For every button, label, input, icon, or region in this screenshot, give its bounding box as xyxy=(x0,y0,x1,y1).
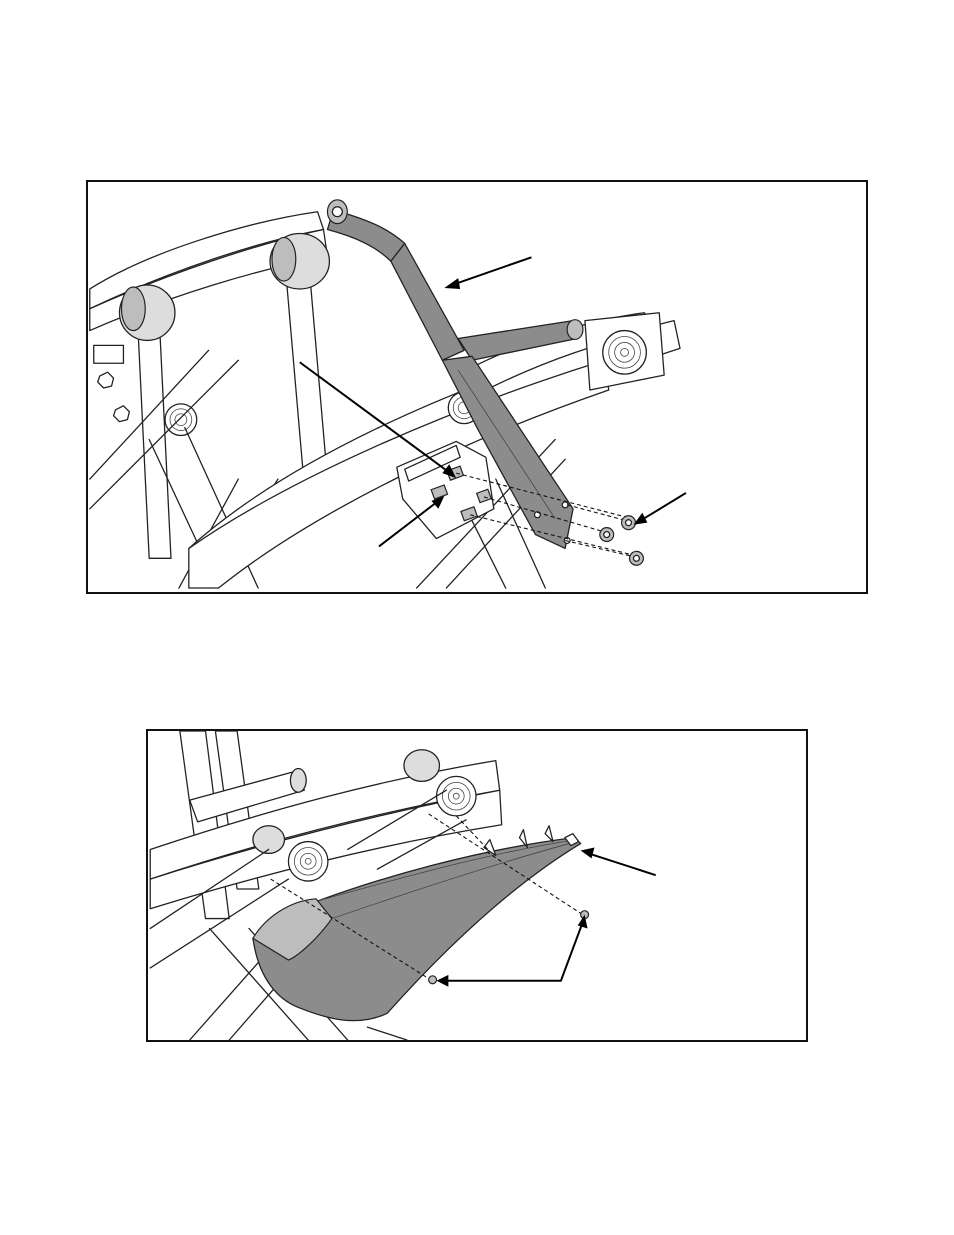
figure-1-handlebar-assembly xyxy=(86,180,868,594)
left-post xyxy=(136,315,172,559)
callout-arrow-bracket xyxy=(378,495,445,548)
lower-disc-roller-2 xyxy=(252,825,329,882)
top-disc-roller-2 xyxy=(435,775,477,817)
lock-nuts xyxy=(599,515,644,566)
callout-arrow-handlebar xyxy=(444,256,532,289)
callout-arrow-nuts xyxy=(633,492,687,525)
figure-2-shroud-assembly xyxy=(146,729,808,1042)
callout-arrow-screws xyxy=(436,914,588,987)
handlebar-upright xyxy=(390,242,465,361)
callout-arrow-shroud xyxy=(580,847,656,877)
right-disc-roller xyxy=(602,329,647,375)
left-bolts xyxy=(93,344,131,423)
handlebar-lower-arm xyxy=(441,355,574,550)
figure-1-drawing xyxy=(89,199,687,589)
callout-arrow-studs xyxy=(299,361,457,479)
figure-2-drawing xyxy=(149,731,656,1040)
middle-post xyxy=(285,272,329,480)
left-disc-roller xyxy=(164,403,198,437)
top-tube xyxy=(189,769,305,823)
